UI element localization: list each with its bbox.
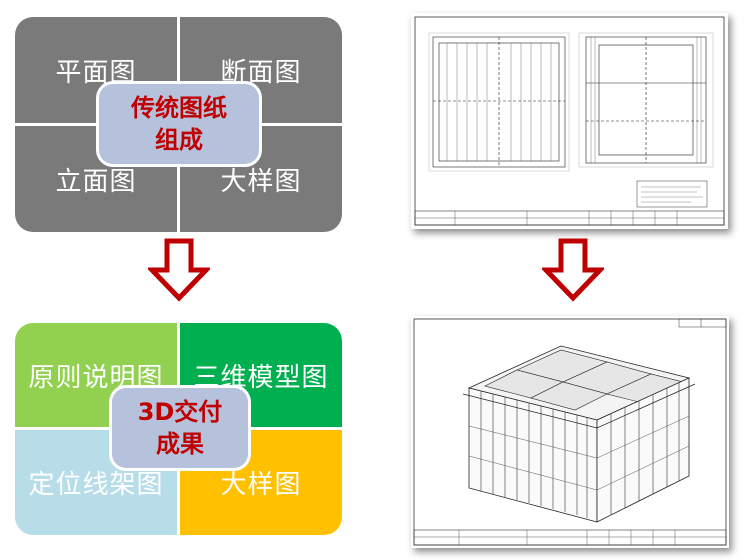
detail-view-label: 大样图 — [220, 166, 302, 197]
cad-sheet-image — [414, 16, 725, 226]
positioning-wireframe-label: 定位线架图 — [28, 470, 164, 500]
section-view-label: 断面图 — [220, 57, 302, 88]
cell-elevation-view: 立面图 — [15, 126, 177, 232]
center-line-2: 成果 — [156, 430, 204, 458]
detail-drawing-label: 大样图 — [220, 470, 302, 500]
center-line-1: 3D交付 — [137, 398, 223, 426]
down-arrow-left-icon — [148, 238, 210, 302]
elevation-view-label: 立面图 — [55, 166, 137, 197]
3d-model-image — [413, 318, 727, 546]
3d-model-label: 三维模型图 — [193, 362, 329, 393]
center-line-2: 组成 — [155, 126, 203, 154]
principle-drawing-label: 原则说明图 — [28, 362, 164, 393]
3d-deliverables-grid: 原则说明图 三维模型图 定位线架图 大样图 — [15, 323, 342, 535]
traditional-drawing-sheet — [411, 13, 728, 229]
down-arrow-right-icon — [542, 238, 604, 302]
3d-model-drawing-sheet — [411, 316, 729, 548]
cell-plan-view: 平面图 — [15, 17, 177, 123]
center-line-1: 传统图纸 — [131, 94, 227, 122]
traditional-drawings-center: 传统图纸 组成 — [99, 84, 259, 164]
3d-deliverables-center: 3D交付 成果 — [112, 388, 248, 468]
plan-view-label: 平面图 — [55, 57, 137, 88]
